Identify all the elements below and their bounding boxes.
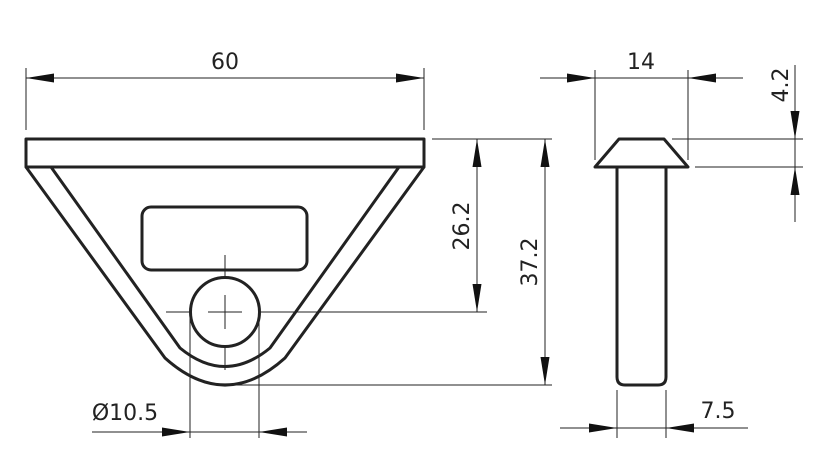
hole-diameter-label: Ø10.5 (92, 401, 158, 426)
dimension-shank-width: 7.5 (560, 390, 748, 438)
front-view (24, 137, 426, 387)
dimension-total-height: 37.2 (232, 139, 552, 386)
dimension-width-60: 60 (25, 50, 425, 130)
width-label: 60 (211, 50, 239, 75)
top-flange (24, 137, 426, 169)
dimension-head-width: 14 (540, 50, 743, 160)
dimension-head-height: 4.2 (672, 65, 803, 222)
total-height-label: 37.2 (518, 238, 543, 287)
head (593, 137, 690, 169)
dimension-hole-diameter: Ø10.5 (92, 318, 307, 438)
shank (615, 167, 668, 387)
dimension-hole-to-top: 26.2 (282, 138, 552, 313)
side-view (593, 137, 690, 387)
shank-width-label: 7.5 (701, 399, 736, 424)
head-height-label: 4.2 (769, 68, 794, 103)
outer-arm-outline (24, 166, 426, 387)
head-width-label: 14 (627, 50, 655, 75)
center-lines (166, 255, 282, 370)
hole-to-top-label: 26.2 (450, 202, 475, 251)
